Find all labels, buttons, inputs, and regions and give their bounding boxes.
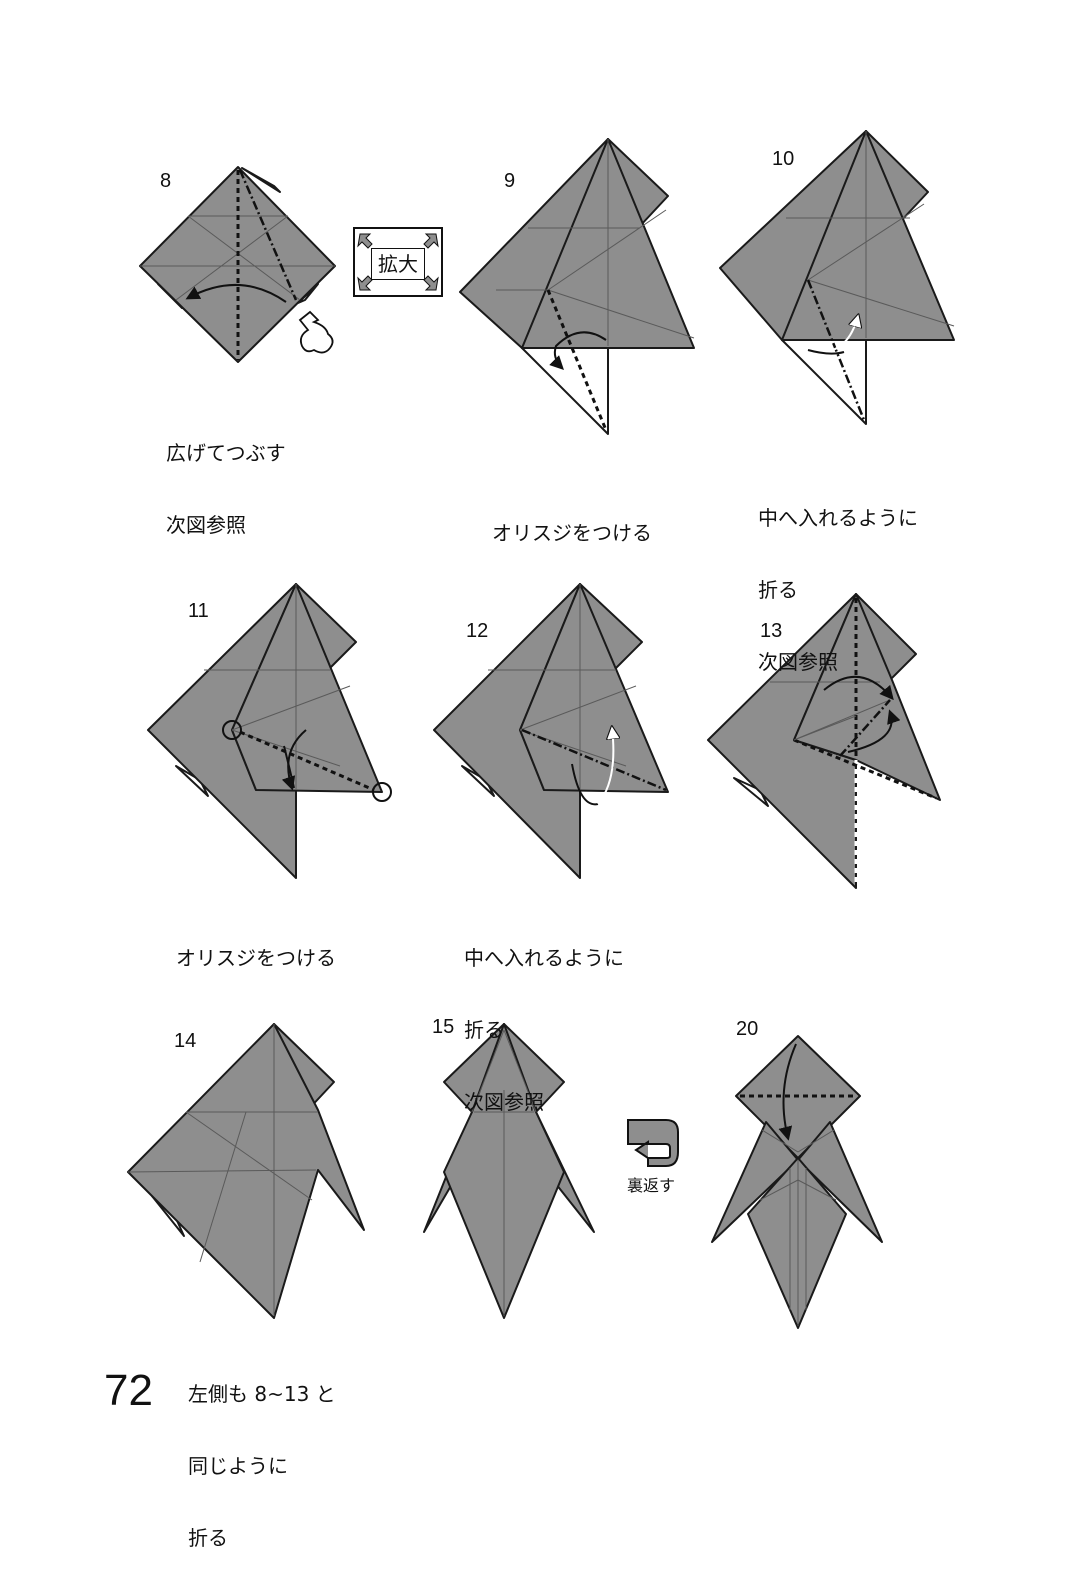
caption-line: 同じように (188, 1454, 288, 1478)
step-number-10: 10 (772, 148, 795, 170)
caption-line: 中へ入れるように (758, 506, 918, 530)
step-14-caption: 左側も 8~13 と 同じように 折る (188, 1334, 336, 1574)
page-number: 72 (104, 1366, 153, 1415)
step-8-caption: 広げてつぶす 次図参照 (166, 393, 286, 561)
step-10-figure (719, 130, 955, 425)
step-number-13: 13 (760, 620, 783, 642)
step-number-11: 11 (188, 600, 209, 622)
caption-line: 次図参照 (464, 1090, 544, 1114)
step-11-caption: オリスジをつける (176, 898, 336, 994)
step-12-caption: 中へ入れるように 折る 次図参照 (464, 898, 624, 1138)
step-14-figure (127, 1023, 365, 1319)
caption-line: 折る (188, 1526, 228, 1550)
caption-line: オリスジをつける (176, 946, 336, 970)
flip-label: 裏返す (627, 1176, 676, 1195)
flip-icon (627, 1119, 679, 1167)
step-10-caption: 中へ入れるように 折る 次図参照 (758, 458, 918, 698)
step-number-20: 20 (736, 1018, 759, 1040)
step-number-15: 15 (432, 1016, 455, 1038)
zoom-label: 拡大 (371, 248, 425, 280)
caption-line: 折る (464, 1018, 504, 1042)
step-11-figure (147, 583, 392, 879)
step-number-12: 12 (466, 620, 489, 642)
step-13-figure (707, 593, 941, 889)
step-number-14: 14 (174, 1030, 197, 1052)
step-9-figure (459, 138, 695, 435)
step-number-8: 8 (160, 170, 172, 192)
caption-line: オリスジをつける (492, 521, 652, 545)
caption-line: 次図参照 (166, 513, 246, 537)
caption-line: 次図参照 (758, 650, 838, 674)
diagram-canvas (127, 130, 955, 1329)
caption-line: 広げてつぶす (166, 441, 286, 465)
caption-line: 折る (758, 578, 798, 602)
step-8-figure (139, 166, 336, 363)
caption-line: 中へ入れるように (464, 946, 624, 970)
caption-line: 左側も 8~13 と (188, 1382, 336, 1406)
step-15-figure (423, 1023, 595, 1319)
step-number-9: 9 (504, 170, 516, 192)
step-20-figure (711, 1035, 883, 1329)
step-9-caption: オリスジをつける (492, 473, 652, 569)
step-12-figure (433, 583, 669, 879)
